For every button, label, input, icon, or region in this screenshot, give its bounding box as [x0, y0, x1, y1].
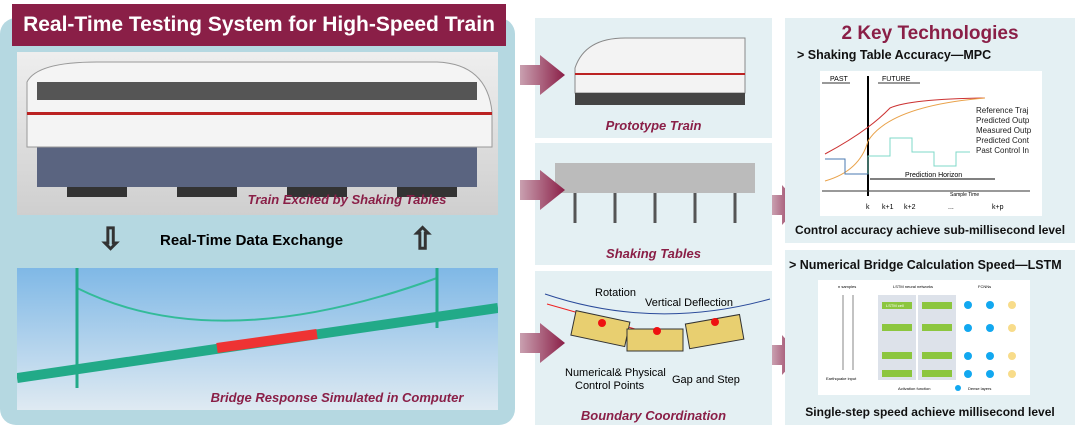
tick-k1: k+1 [882, 204, 894, 211]
reference-trajectory [824, 97, 986, 155]
future-label: FUTURE [882, 76, 911, 83]
mpc-title: > Shaking Table Accuracy—MPC [797, 48, 992, 62]
tick-k2: k+2 [904, 204, 916, 211]
mpc-panel: 2 Key Technologies > Shaking Table Accur… [785, 18, 1075, 243]
bridge-caption: Bridge Response Simulated in Computer [210, 390, 464, 405]
input-label: Earthquake input [826, 376, 857, 381]
tick-kp: k+p [992, 204, 1004, 211]
mpc-footer: Control accuracy achieve sub-millisecond… [794, 223, 1066, 237]
tick-k: k [866, 204, 870, 211]
shaking-panel: Shaking Tables [535, 143, 772, 265]
lstm-title: > Numerical Bridge Calculation Speed—LST… [789, 258, 1062, 272]
boundary-caption: Boundary Coordination [580, 408, 727, 423]
legend-dense: Dense layers [968, 386, 991, 391]
bridge-image: Bridge Response Simulated in Computer [17, 268, 498, 410]
mpc-chart: PAST FUTURE Prediction Horizon Sample Ti… [820, 71, 1042, 216]
key-tech-heading: 2 Key Technologies [841, 23, 1019, 44]
legend-1: Predicted Outp [976, 116, 1030, 125]
control-points-label-1: Numerical& Physical [565, 367, 666, 379]
prototype-caption: Prototype Train [605, 118, 702, 133]
past-label: PAST [830, 76, 848, 83]
horizon-label: Prediction Horizon [905, 172, 962, 179]
lstm-cell-label: LSTM cell [886, 303, 904, 308]
train-caption: Train Excited by Shaking Tables [247, 192, 447, 207]
legend-2: Measured Outp [976, 126, 1032, 135]
tick-dots: ... [948, 204, 954, 211]
legend-4: Past Control In [976, 146, 1029, 155]
legend-activation: Activation function [898, 386, 930, 391]
boundary-panel: Rotation Vertical Deflection Numerical& … [535, 271, 772, 425]
fcnn-group-label: FCNNs [978, 284, 991, 289]
legend-3: Predicted Cont [976, 136, 1030, 145]
past-control [825, 158, 868, 175]
flow-arrows-icon [520, 55, 800, 375]
prototype-panel: Prototype Train [535, 18, 772, 138]
control-points-label-2: Control Points [575, 380, 645, 391]
lstm-diagram: n samples LSTM neural networks FCNNs Earth… [818, 280, 1030, 395]
lstm-panel: > Numerical Bridge Calculation Speed—LST… [785, 250, 1075, 425]
samples-label: n samples [838, 284, 856, 289]
rotation-label: Rotation [595, 287, 636, 299]
gap-label: Gap and Step [672, 374, 740, 386]
down-arrow-icon: ⇩ [97, 222, 124, 257]
predicted-control [825, 137, 970, 175]
shaking-caption: Shaking Tables [606, 246, 701, 261]
vertical-label: Vertical Deflection [645, 297, 733, 309]
lstm-group-label: LSTM neural networks [893, 284, 933, 289]
main-title: Real-Time Testing System for High-Speed … [12, 4, 506, 46]
lstm-footer: Single-step speed achieve millisecond le… [805, 405, 1055, 419]
legend-0: Reference Traj [976, 106, 1029, 115]
exchange-label: Real-Time Data Exchange [160, 232, 344, 249]
predicted-output [824, 97, 986, 182]
sample-time-label: Sample Time [950, 192, 979, 198]
train-image: Train Excited by Shaking Tables [17, 52, 498, 215]
up-arrow-icon: ⇧ [409, 222, 436, 257]
